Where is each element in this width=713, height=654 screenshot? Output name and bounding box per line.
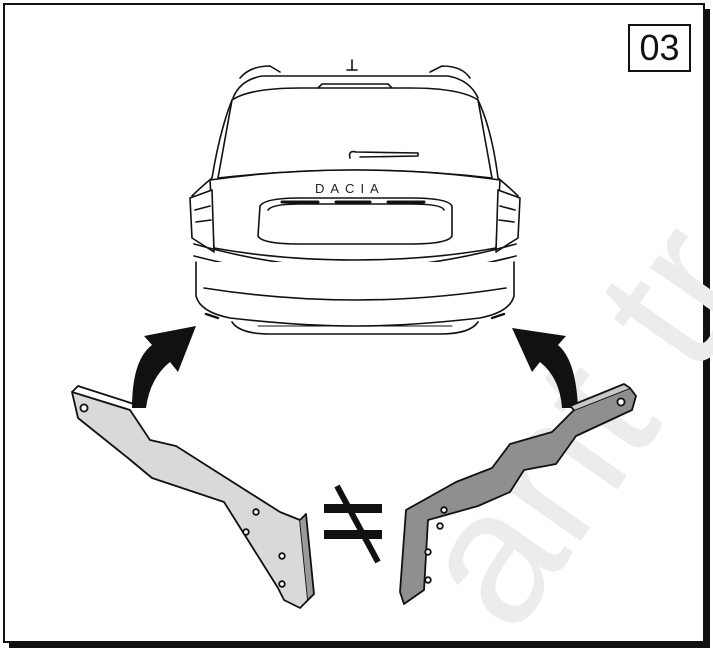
car-brand-badge: DACIA [315,181,385,196]
step-number: 03 [639,27,680,68]
diagram-frame [3,3,705,643]
left-bracket [71,385,315,609]
plate-recess [257,197,453,245]
rear-window [217,87,493,179]
right-bracket [399,383,637,605]
right-curved-arrow [512,328,578,408]
not-equal-icon [324,484,382,564]
frame-shadow-right [705,9,710,648]
left-curved-arrow [132,326,196,408]
car-rear-view [189,59,521,335]
frame-shadow-bottom [9,643,710,648]
step-number-badge: 03 [628,24,691,72]
rear-wiper [348,150,419,159]
